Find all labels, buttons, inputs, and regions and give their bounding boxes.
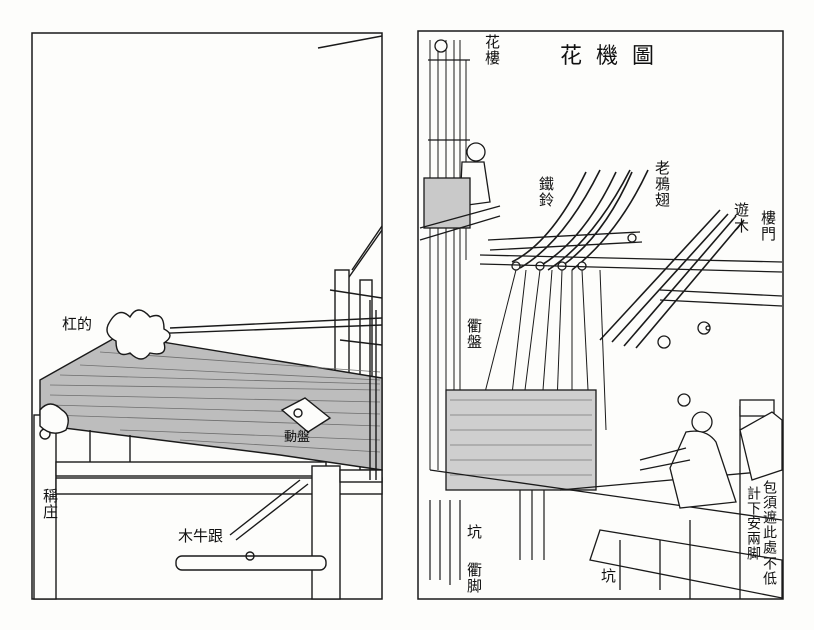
label-dong-pan: 動盤 <box>284 430 311 445</box>
label-lao-ya-chi: 老鴉翅 <box>653 160 671 208</box>
left-loom <box>33 35 383 600</box>
label-keng-left: 坑 <box>465 524 483 540</box>
diagram-title: 花機圖 <box>560 44 669 69</box>
right-loom <box>419 39 783 599</box>
right-panel-frame <box>417 30 784 600</box>
label-note-col3: 計下安兩脚 <box>745 486 761 561</box>
label-gang-de: 杠的 <box>62 315 93 333</box>
label-qu-jiao: 衢脚 <box>465 562 483 594</box>
left-panel-frame <box>31 32 383 600</box>
label-yan-mu: 遊木 <box>732 202 750 234</box>
label-tie-ling: 鐵鈴 <box>537 176 555 208</box>
label-note-col2: 不低 <box>761 556 777 586</box>
label-mu-niu-gen: 木牛跟 <box>178 527 224 545</box>
label-hua-lou: 花樓 <box>483 34 501 66</box>
label-keng-right: 坑 <box>599 568 617 584</box>
label-lou-men: 樓門 <box>759 210 777 242</box>
label-note-col1: 包須遮此處 <box>761 480 777 555</box>
label-chen-ya: 稱庄 <box>41 488 59 520</box>
label-qu-pan: 衢盤 <box>465 318 483 350</box>
